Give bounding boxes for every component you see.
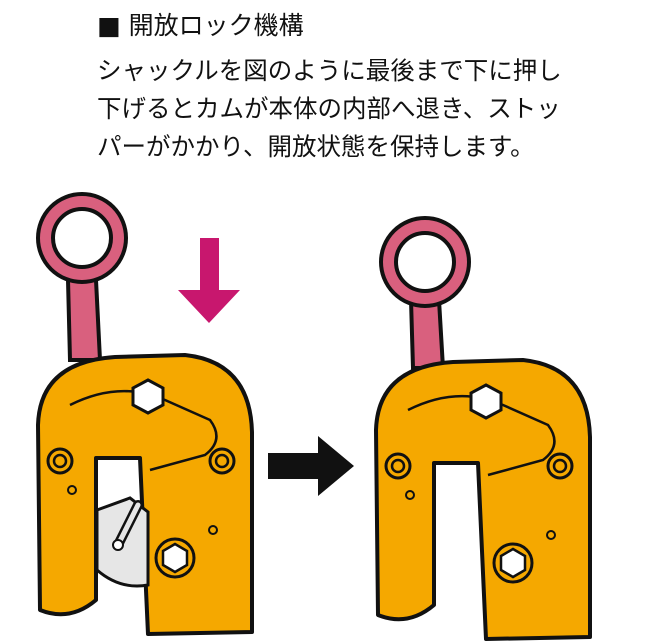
clamp-body-left xyxy=(36,353,254,636)
clamp-left xyxy=(36,192,254,636)
heading-text: 開放ロック機構 xyxy=(128,11,304,40)
heading-bullet: ■ xyxy=(97,11,121,40)
clamp-body-right xyxy=(374,358,592,641)
description-line: 下げるとカムが本体の内部へ退き、ストッ xyxy=(97,94,561,123)
clamp-right xyxy=(374,216,592,641)
description-line: パーがかかり、開放状態を保持します。 xyxy=(97,132,535,161)
shackle-left xyxy=(36,192,128,362)
right-arrow-icon xyxy=(268,436,354,496)
description-line: シャックルを図のように最後まで下に押し xyxy=(97,56,562,85)
section-heading: ■ 開放ロック機構 xyxy=(97,6,304,42)
down-arrow-icon xyxy=(178,238,240,323)
description: シャックルを図のように最後まで下に押し 下げるとカムが本体の内部へ退き、ストッ … xyxy=(97,52,562,166)
shackle-right xyxy=(379,216,471,370)
